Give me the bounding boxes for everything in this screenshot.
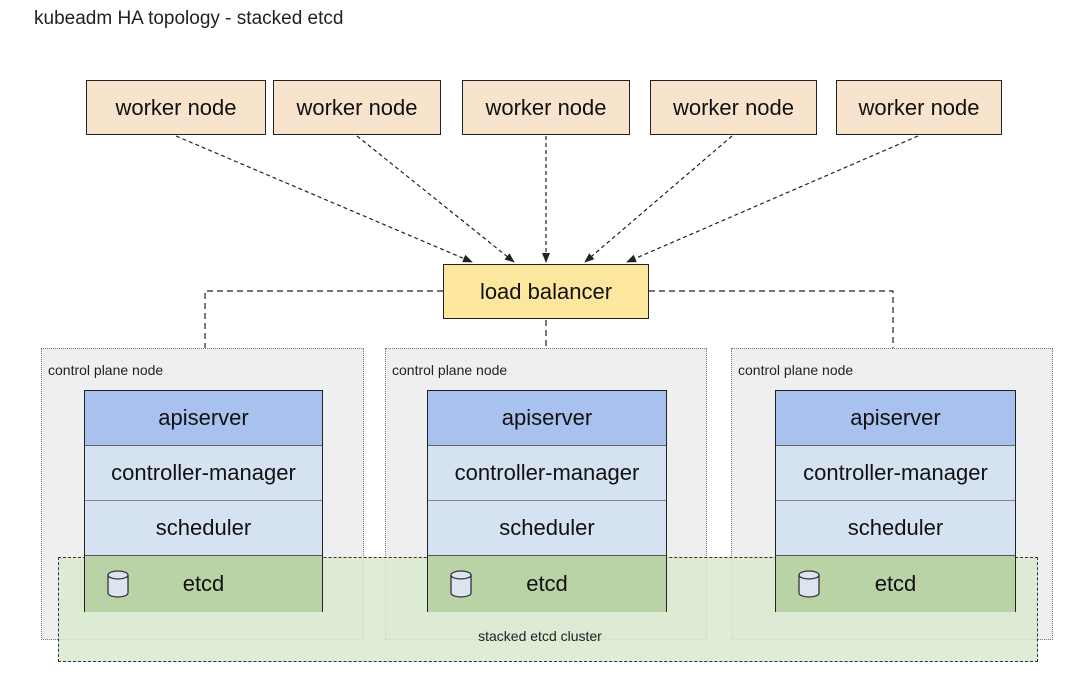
diagram-title: kubeadm HA topology - stacked etcd bbox=[34, 8, 344, 29]
worker-node-5: worker node bbox=[836, 80, 1002, 135]
database-icon bbox=[450, 570, 472, 598]
etcd: etcd bbox=[85, 556, 322, 612]
worker-node-1: worker node bbox=[86, 80, 266, 135]
apiserver: apiserver bbox=[85, 391, 322, 446]
worker-arrow-5 bbox=[626, 135, 919, 263]
control-plane-label-1: control plane node bbox=[48, 362, 164, 378]
control-plane-label-2: control plane node bbox=[392, 362, 508, 378]
controller-manager: controller-manager bbox=[428, 446, 666, 501]
scheduler: scheduler bbox=[776, 501, 1015, 556]
load-balancer: load balancer bbox=[443, 264, 649, 319]
worker-arrow-1 bbox=[175, 135, 473, 263]
database-icon bbox=[798, 570, 820, 598]
worker-node-2: worker node bbox=[273, 80, 441, 135]
scheduler: scheduler bbox=[85, 501, 322, 556]
worker-node-4: worker node bbox=[650, 80, 817, 135]
stacked-etcd-cluster-label: stacked etcd cluster bbox=[478, 628, 602, 644]
component-stack-2: apiserver controller-manager scheduler e… bbox=[427, 390, 667, 612]
etcd: etcd bbox=[776, 556, 1015, 612]
apiserver: apiserver bbox=[776, 391, 1015, 446]
controller-manager: controller-manager bbox=[85, 446, 322, 501]
component-stack-3: apiserver controller-manager scheduler e… bbox=[775, 390, 1016, 612]
scheduler: scheduler bbox=[428, 501, 666, 556]
worker-node-3: worker node bbox=[462, 80, 630, 135]
worker-arrow-4 bbox=[584, 135, 733, 263]
worker-arrow-2 bbox=[356, 135, 515, 263]
apiserver: apiserver bbox=[428, 391, 666, 446]
database-icon bbox=[107, 570, 129, 598]
component-stack-1: apiserver controller-manager scheduler e… bbox=[84, 390, 323, 612]
etcd: etcd bbox=[428, 556, 666, 612]
control-plane-label-3: control plane node bbox=[738, 362, 854, 378]
controller-manager: controller-manager bbox=[776, 446, 1015, 501]
